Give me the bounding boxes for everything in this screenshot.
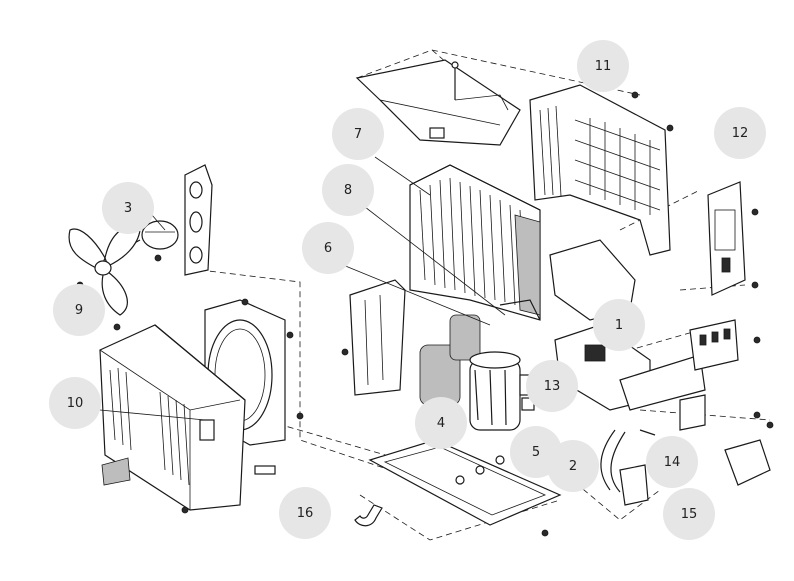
callout-10: 10 bbox=[49, 377, 101, 429]
callout-12-label: 12 bbox=[731, 125, 749, 141]
callout-2-label: 2 bbox=[568, 458, 578, 474]
callout-6: 6 bbox=[302, 222, 354, 274]
callout-7-label: 7 bbox=[353, 126, 363, 142]
callout-8: 8 bbox=[322, 164, 374, 216]
small-bracket bbox=[619, 464, 649, 506]
control-box bbox=[549, 239, 706, 411]
electrical-cover bbox=[679, 394, 771, 486]
terminal-block bbox=[689, 319, 739, 371]
callout-10-label: 10 bbox=[66, 395, 84, 411]
partition-plate bbox=[349, 279, 406, 396]
top-cover-panel bbox=[355, 59, 521, 146]
condenser-coil bbox=[409, 164, 541, 321]
callout-14-label: 14 bbox=[663, 454, 681, 470]
callout-12: 12 bbox=[714, 107, 766, 159]
callout-15-label: 15 bbox=[680, 506, 698, 522]
wire-harness bbox=[600, 429, 656, 493]
callout-5: 5 bbox=[510, 426, 562, 478]
base-pan bbox=[368, 439, 562, 526]
drain-elbow bbox=[354, 504, 383, 527]
callout-13: 13 bbox=[526, 360, 578, 412]
callout-1-label: 1 bbox=[614, 317, 624, 333]
callout-5-label: 5 bbox=[531, 444, 541, 460]
callout-8-label: 8 bbox=[343, 182, 353, 198]
callout-13-label: 13 bbox=[543, 378, 561, 394]
callout-14: 14 bbox=[646, 436, 698, 488]
callout-7: 7 bbox=[332, 108, 384, 160]
callout-11: 11 bbox=[577, 40, 629, 92]
callout-6-label: 6 bbox=[323, 240, 333, 256]
callout-15: 15 bbox=[663, 488, 715, 540]
callout-4: 4 bbox=[415, 397, 467, 449]
callout-11-label: 11 bbox=[594, 58, 612, 74]
leader-lines bbox=[99, 156, 506, 421]
callout-16-label: 16 bbox=[296, 505, 314, 521]
fan-motor bbox=[124, 220, 179, 250]
motor-bracket bbox=[184, 164, 213, 276]
side-panel bbox=[707, 181, 746, 296]
callout-3-label: 3 bbox=[123, 200, 133, 216]
callout-4-label: 4 bbox=[436, 415, 446, 431]
callout-16: 16 bbox=[279, 487, 331, 539]
rear-grille-panel bbox=[529, 84, 671, 256]
callout-3: 3 bbox=[102, 182, 154, 234]
callout-1: 1 bbox=[593, 299, 645, 351]
front-cabinet bbox=[99, 324, 276, 511]
callout-9-label: 9 bbox=[74, 302, 84, 318]
compressor bbox=[419, 314, 521, 431]
callout-9: 9 bbox=[53, 284, 105, 336]
